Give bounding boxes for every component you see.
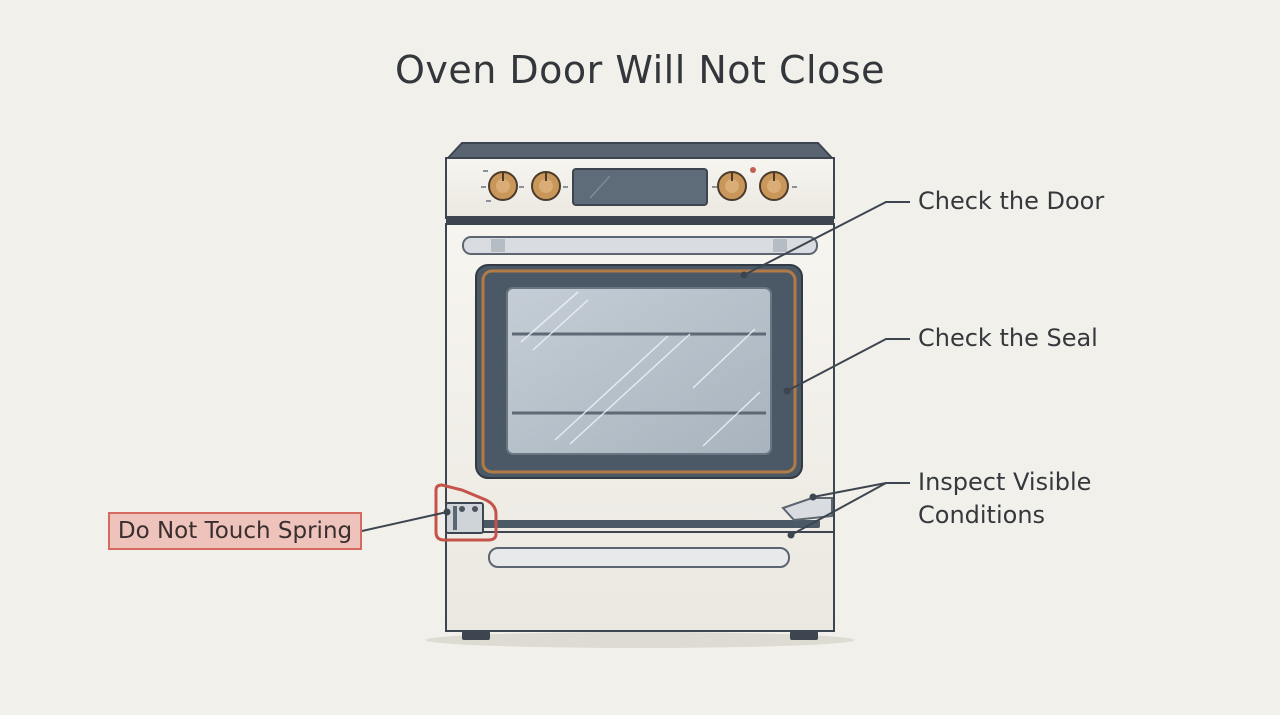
hinge-warning-highlight [434,483,498,542]
callout-inspect-line2: Conditions [918,501,1046,529]
door-handle [462,236,818,255]
oven-foot-right [790,631,818,640]
indicator-light [750,167,756,173]
door-latch [781,497,833,522]
floor-shadow [425,632,855,648]
knob-markings [481,170,797,202]
callout-check-seal: Check the Seal [918,324,1098,352]
control-panel-trim [446,216,834,224]
oven-window [506,287,772,455]
callout-leader-lines [361,201,910,536]
callout-inspect-conditions: Inspect Visible Conditions [918,466,1091,532]
glass-reflections [520,291,761,447]
door-hinge-icon [445,502,484,534]
oven-foot-left [462,631,490,640]
callout-inspect-line1: Inspect Visible [918,468,1092,496]
control-knob-icon [717,171,747,201]
control-knob-icon [759,171,789,201]
door-seal [481,269,797,474]
handle-mount-right [773,239,787,252]
page-title: Oven Door Will Not Close [394,48,886,92]
warning-label-spring: Do Not Touch Spring [108,512,362,550]
control-knob-icon [488,171,518,201]
display-glare [589,175,611,199]
callout-check-door: Check the Door [918,187,1105,215]
control-knob-icon [531,171,561,201]
drawer-handle [488,547,790,568]
oven-display-icon [572,168,708,206]
callout-anchor-points [443,271,817,539]
cooktop [445,142,835,159]
handle-mount-left [491,239,505,252]
door-bottom-bar [460,520,820,528]
